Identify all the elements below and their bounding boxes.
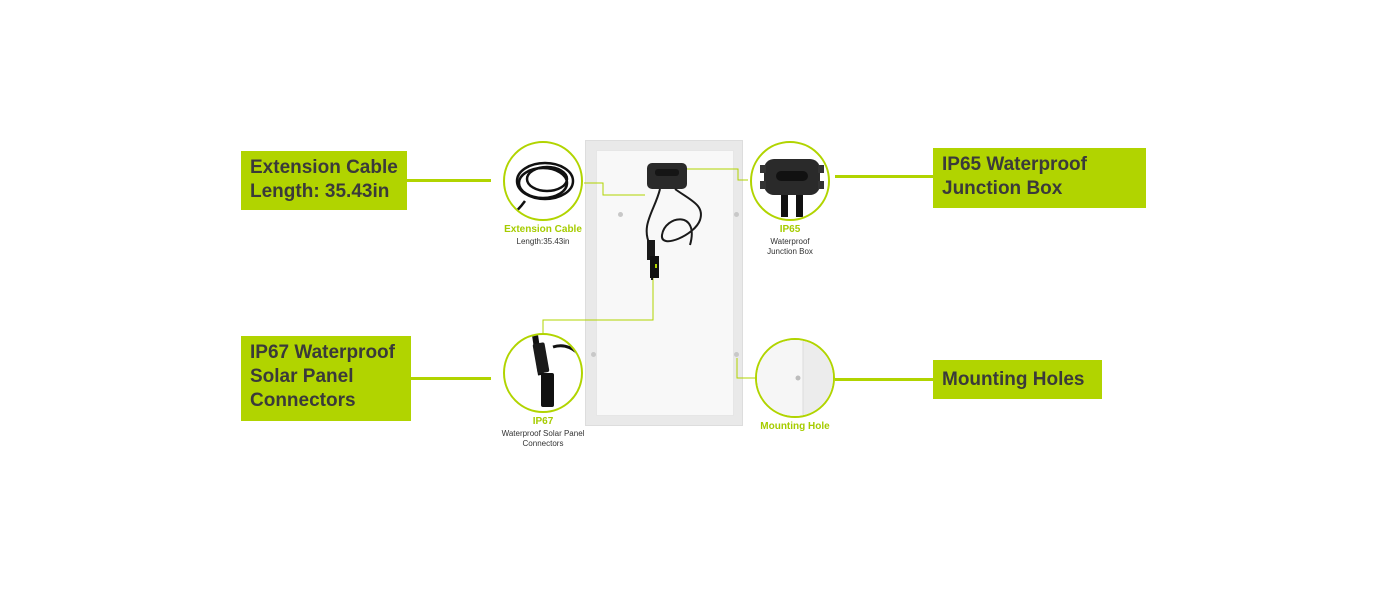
mounting-hole-top-right xyxy=(734,212,739,217)
cable-right xyxy=(661,188,702,246)
callout-mounting-holes: Mounting Holes xyxy=(933,360,1102,399)
mounting-hole-icon xyxy=(757,340,833,416)
callout-connectors: IP67 Waterproof Solar Panel Connectors xyxy=(241,336,411,421)
connector-female xyxy=(650,256,659,278)
detail-junction-box xyxy=(750,141,830,221)
leader-mounting-hole xyxy=(736,358,755,379)
detail-connectors xyxy=(503,333,583,413)
mounting-hole-bottom-right xyxy=(734,352,739,357)
connector-line-mounting xyxy=(835,378,933,381)
coiled-cable-icon xyxy=(508,161,575,219)
caption-extension-cable-title: Extension Cable xyxy=(504,224,582,235)
mounting-hole-bottom-left xyxy=(591,352,596,357)
connector-male xyxy=(647,240,655,260)
leader-junction-box xyxy=(670,168,748,181)
detail-mounting-hole xyxy=(755,338,835,418)
panel-backsheet xyxy=(596,150,734,416)
connector-line-junction xyxy=(835,175,933,178)
caption-connectors-sub: Waterproof Solar Panel Connectors xyxy=(501,429,585,448)
caption-extension-cable-sub: Length:35.43in xyxy=(516,237,570,246)
caption-connectors-title: IP67 xyxy=(532,416,554,427)
mounting-hole-top-left xyxy=(618,212,623,217)
connector-line-connectors xyxy=(411,377,491,380)
junction-box-icon xyxy=(760,159,824,217)
leader-connectors xyxy=(542,270,654,333)
connector-line-extension xyxy=(407,179,491,182)
caption-junction-box-sub: Waterproof Junction Box xyxy=(767,237,813,256)
mc4-connector-icon xyxy=(532,335,581,407)
caption-junction-box-title: IP65 xyxy=(779,224,801,235)
caption-mounting-hole-title: Mounting Hole xyxy=(760,421,830,432)
callout-junction-box: IP65 Waterproof Junction Box xyxy=(933,148,1146,208)
callout-extension-cable: Extension Cable Length: 35.43in xyxy=(241,151,407,210)
leader-extension-cable xyxy=(584,182,645,196)
detail-extension-cable xyxy=(503,141,583,221)
